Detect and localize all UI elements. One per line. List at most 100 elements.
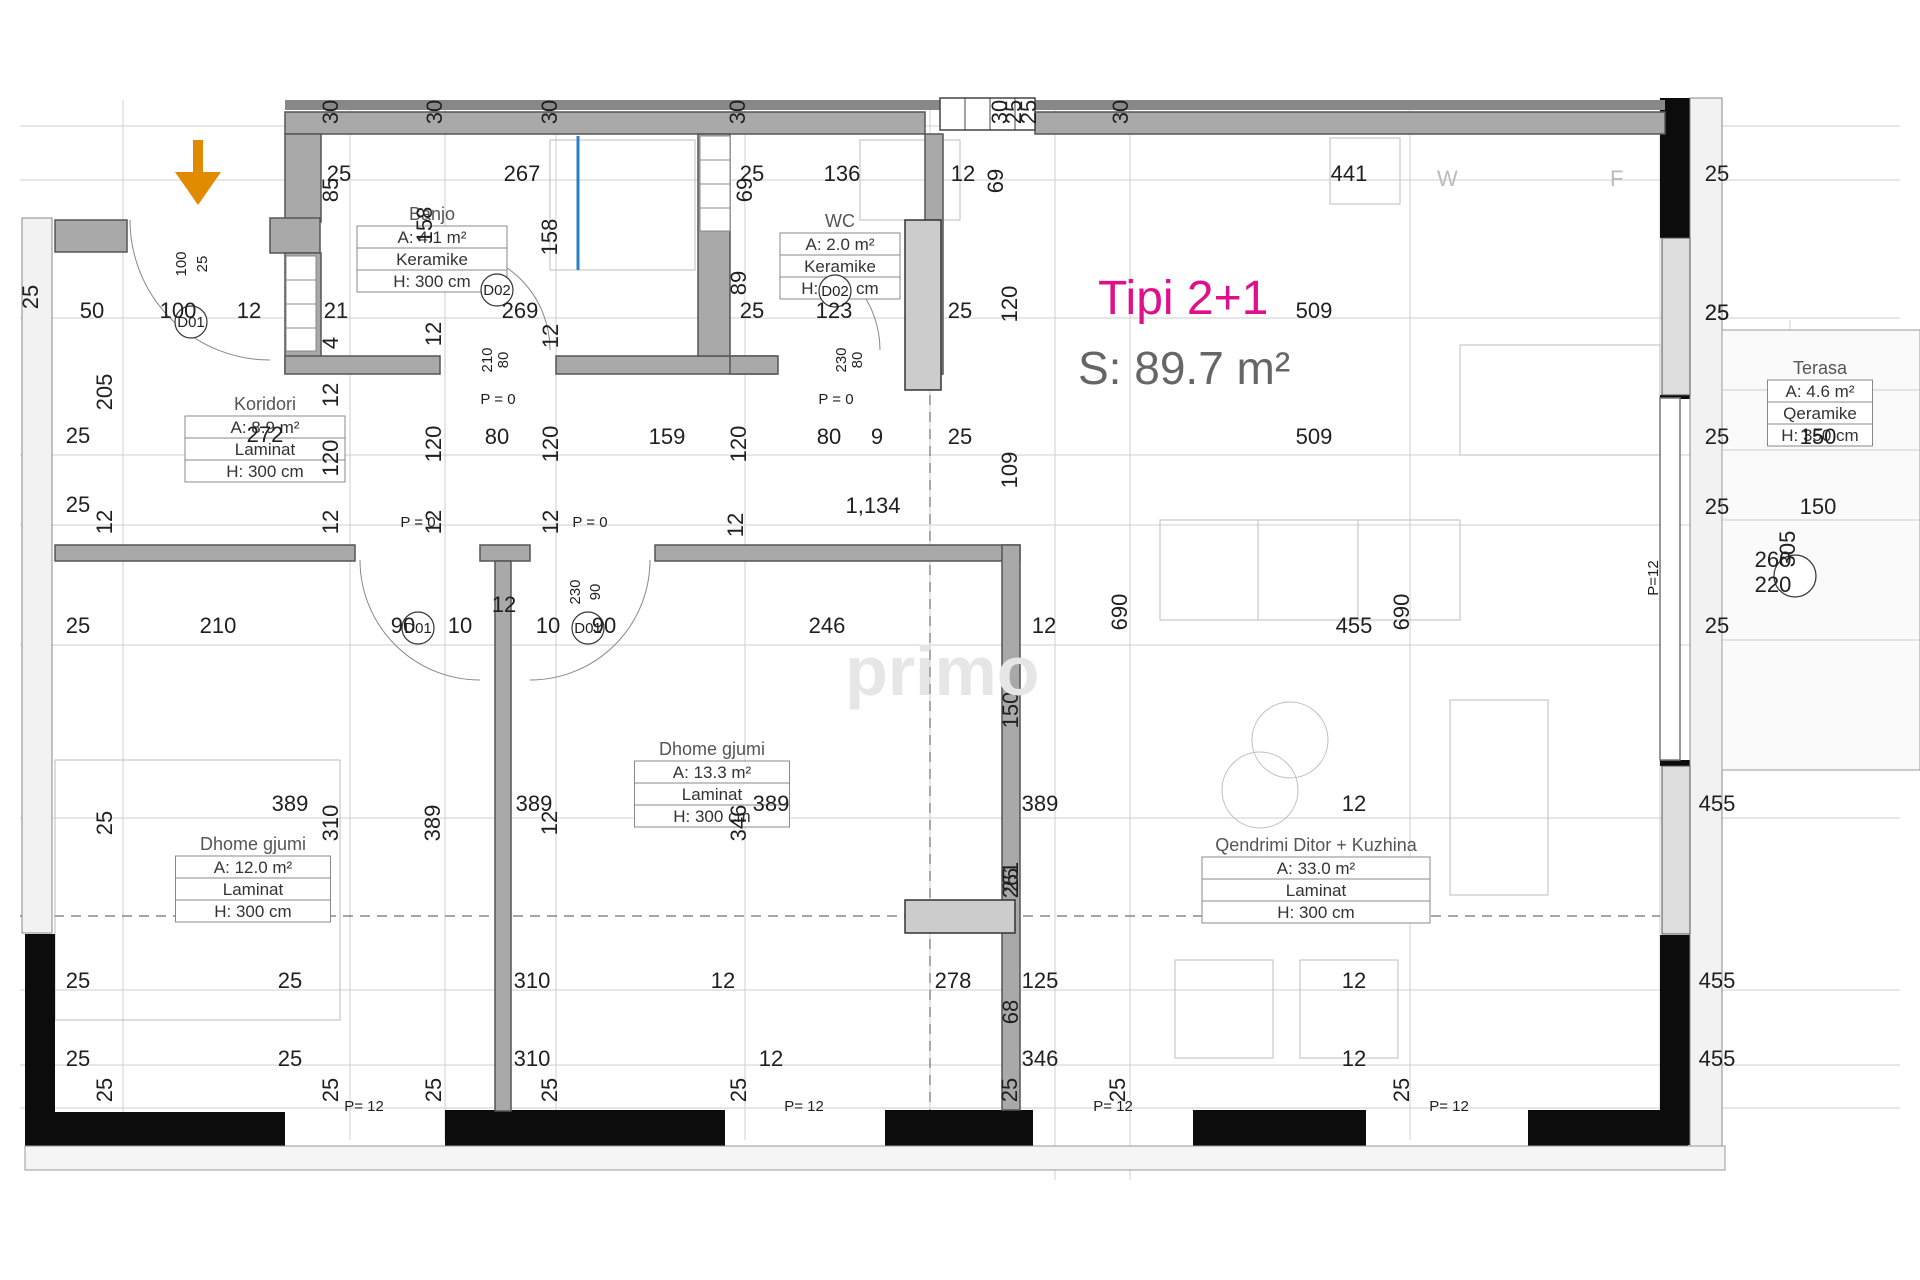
dimension-label: 25: [537, 1078, 562, 1102]
dimension-label: 12: [237, 298, 261, 323]
dimension-label: 25: [18, 285, 43, 309]
room-info-box: [634, 804, 790, 828]
top-wall: [284, 97, 1666, 135]
dimension-label: 25: [327, 161, 351, 186]
washer-label: W: [1437, 166, 1458, 191]
floor-level: P= 12: [784, 1098, 824, 1115]
dimension-label: 12: [1342, 968, 1366, 993]
room-height: H: 350 cm: [1781, 426, 1858, 445]
dimension-label: 12: [318, 383, 343, 407]
dimension-label: 4: [318, 337, 343, 349]
dimension-label: 120: [726, 426, 751, 463]
room-finish: Qeramike: [1783, 404, 1857, 423]
dimension-label: 389: [516, 791, 553, 816]
dimension-label: 158: [537, 219, 562, 256]
dimension-label: 441: [1331, 161, 1368, 186]
dimension-label: 690: [1389, 594, 1414, 631]
dimension-label: 159: [649, 424, 686, 449]
dimension-label: 346: [1022, 1046, 1059, 1071]
dimension-label: 455: [1336, 613, 1373, 638]
dimension-label: 12: [421, 510, 446, 534]
dimension-label: 12: [92, 510, 117, 534]
dimension-label: 12: [492, 592, 516, 617]
room-info-box: [175, 899, 331, 923]
dimension-label: 25: [997, 1078, 1022, 1102]
dimension-label: 109: [997, 452, 1022, 489]
door-tag: D01: [174, 305, 208, 339]
door-tag-circle: [571, 611, 605, 645]
dimension-label: 205: [92, 374, 117, 411]
dimension-label: 25: [1105, 1078, 1130, 1102]
room-area: A: 2.0 m²: [806, 235, 875, 254]
dimension-label: 21: [324, 298, 348, 323]
door-tag-circle: [480, 273, 514, 307]
dimension-label: 85: [318, 178, 343, 202]
door-tag: D02: [818, 274, 852, 308]
dimension-label: 25: [66, 492, 90, 517]
arrow-down-icon: [175, 140, 221, 205]
dimension-label: 150: [998, 692, 1023, 729]
dimension-label: 310: [514, 1046, 551, 1071]
dimension-label: 25: [278, 1046, 302, 1071]
dimension-label: 80: [495, 352, 512, 369]
room-area: A: 12.0 m²: [214, 858, 293, 877]
dimension-label: 12: [1342, 1046, 1366, 1071]
room-name: Qendrimi Ditor + Kuzhina: [1215, 835, 1418, 855]
dimension-label: 509: [1296, 424, 1333, 449]
dimension-label: 25: [948, 424, 972, 449]
dimension-label: 12: [711, 968, 735, 993]
dimension-label: 25: [740, 161, 764, 186]
room-name: Koridori: [234, 394, 296, 414]
door-code: D01: [574, 620, 602, 637]
room-finish: Laminat: [1286, 881, 1347, 900]
plan-total-area: S: 89.7 m²: [1078, 342, 1290, 394]
dimension-label: 25: [948, 298, 972, 323]
dimension-label: 120: [997, 286, 1022, 323]
dimension-label: 25: [278, 968, 302, 993]
dimension-label: 261: [998, 862, 1023, 899]
dimension-label: 9: [871, 424, 883, 449]
dimension-label: 25: [92, 1078, 117, 1102]
fridge-label: F: [1610, 166, 1623, 191]
floor-level: P = 0: [818, 391, 853, 408]
dimension-label: 310: [514, 968, 551, 993]
dimension-label: 90: [587, 584, 604, 601]
room-info-box: [1767, 423, 1873, 447]
dimension-label: 25: [318, 1078, 343, 1102]
dimension-label: 30: [318, 100, 343, 124]
dimension-label: 136: [824, 161, 861, 186]
floor-level: P= 12: [1093, 1098, 1133, 1115]
dimension-label: 267: [504, 161, 541, 186]
dimension-label: 25: [1705, 613, 1729, 638]
dimension-label: 272: [247, 422, 284, 447]
dimension-label: 90: [592, 613, 616, 638]
dimension-label: 389: [272, 791, 309, 816]
exterior-walls: [25, 98, 1690, 1146]
room-height: H: 300 cm: [393, 272, 470, 291]
room-finish: Laminat: [235, 440, 296, 459]
dimension-label: 89: [726, 271, 751, 295]
room-area: A: 13.3 m²: [673, 763, 752, 782]
dimension-label: 69: [983, 169, 1008, 193]
dimension-label: 150: [1800, 424, 1837, 449]
door-code: D01: [177, 314, 205, 331]
dimension-label: 690: [1107, 594, 1132, 631]
dimension-label: 25: [194, 256, 211, 273]
door-tag: D01: [401, 611, 435, 645]
watermark: primo: [845, 632, 1039, 710]
dimension-label: 25: [1705, 300, 1729, 325]
door-tag-circle: [401, 611, 435, 645]
dimension-label: 25: [66, 968, 90, 993]
room-name: WC: [825, 211, 855, 231]
dimension-label: 25: [740, 298, 764, 323]
dimension-label: 310: [318, 805, 343, 842]
room-area: A: 4.1 m²: [398, 228, 467, 247]
door-tag-circle: [174, 305, 208, 339]
dimension-label: 25: [1016, 100, 1041, 124]
dimension-label: 210: [479, 347, 496, 372]
floor-level: P = 0: [400, 514, 435, 531]
